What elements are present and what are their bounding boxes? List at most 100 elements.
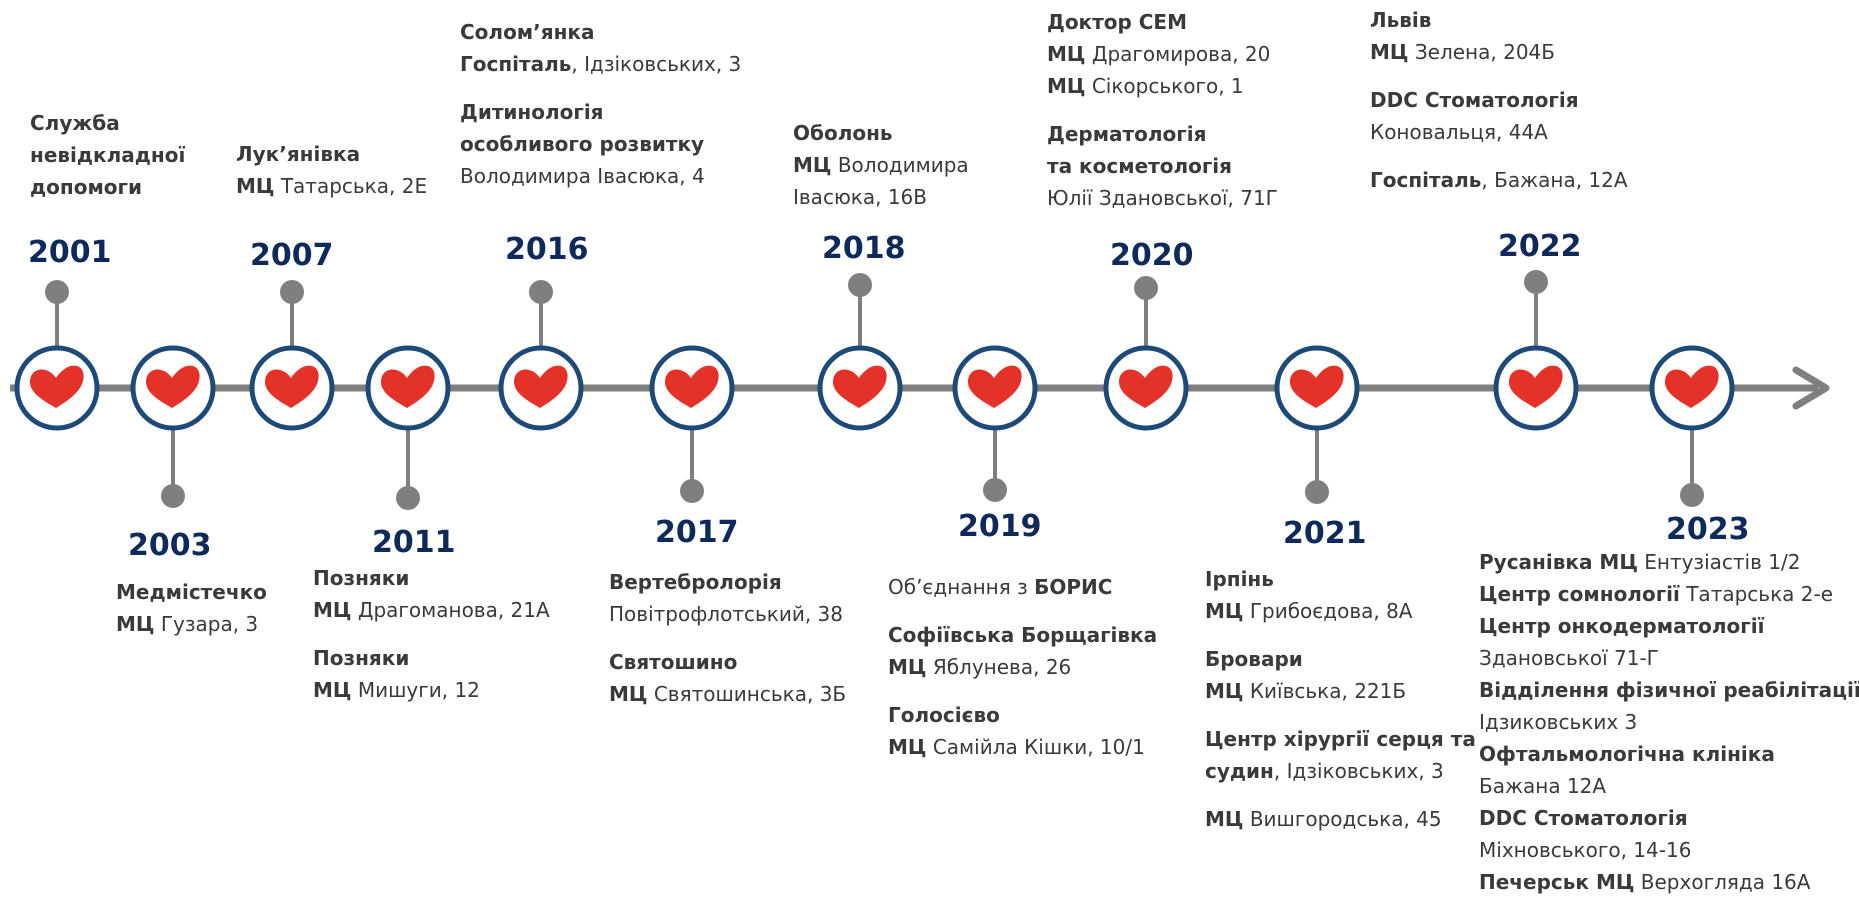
arrow-right-icon <box>1792 366 1830 410</box>
bold-text: Центр онкодерматології <box>1479 614 1765 638</box>
pin-dot-icon <box>45 280 69 304</box>
description-line: МЦ Драгоманова, 21А <box>313 594 550 626</box>
heart-icon <box>1509 365 1563 408</box>
plain-text: Здановської 71-Г <box>1479 646 1659 670</box>
bold-text: Дерматологія <box>1047 122 1207 146</box>
description-line: Ірпінь <box>1205 563 1476 595</box>
bold-text: Оболонь <box>793 121 893 145</box>
bold-text: Бровари <box>1205 647 1303 671</box>
bold-text: МЦ <box>1205 599 1244 623</box>
description-gap <box>1047 102 1278 118</box>
plain-text: Ентузіастів 1/2 <box>1637 550 1801 574</box>
plain-text: Коновальця, 44А <box>1370 120 1548 144</box>
pin-dot-icon <box>680 479 704 503</box>
plain-text: Драгомирова, 20 <box>1085 42 1271 66</box>
plain-text: Повітрофлотський, 38 <box>609 602 843 626</box>
bold-text: Госпіталь <box>460 52 572 76</box>
description-line: допомоги <box>30 171 185 203</box>
bold-text: Львів <box>1370 8 1432 32</box>
plain-text: , Ідзіковських, 3 <box>571 52 742 76</box>
plain-text: Бажана 12А <box>1479 774 1607 798</box>
description-line: Позняки <box>313 562 550 594</box>
bold-text: DDC Стоматологія <box>1370 88 1579 112</box>
description-line: Святошино <box>609 646 846 678</box>
year-label: 2017 <box>655 515 739 550</box>
description-line: Здановської 71-Г <box>1479 642 1859 674</box>
bold-text: МЦ <box>116 612 155 636</box>
bold-text: МЦ <box>1205 679 1244 703</box>
description-line: Госпіталь, Ідзіковських, 3 <box>460 48 741 80</box>
description-line: Дитинологія <box>460 96 741 128</box>
description-line: Повітрофлотський, 38 <box>609 598 846 630</box>
plain-text: Юлії Здановської, 71Г <box>1047 186 1278 210</box>
event-description: Доктор СЕМ МЦ Драгомирова, 20 МЦ Сікорсько… <box>1047 6 1278 214</box>
description-line: МЦ Гузара, 3 <box>116 608 267 640</box>
bold-text: МЦ <box>236 174 275 198</box>
description-line: МЦ Грибоєдова, 8А <box>1205 595 1476 627</box>
description-line: Медмістечко <box>116 576 267 608</box>
plain-text: Київська, 221Б <box>1243 679 1407 703</box>
description-gap <box>609 630 846 646</box>
bold-text: Солом’янка <box>460 20 595 44</box>
plain-text: Івасюка, 16В <box>793 185 927 209</box>
plain-text: Мишуги, 12 <box>351 678 480 702</box>
plain-text: Гузара, 3 <box>154 612 259 636</box>
description-gap <box>888 683 1157 699</box>
bold-text: Вертебролорія <box>609 570 782 594</box>
heart-icon <box>30 365 84 408</box>
bold-text: Центр сомнології <box>1479 582 1680 606</box>
description-line: DDC Стоматологія <box>1479 802 1859 834</box>
description-line: Солом’янка <box>460 16 741 48</box>
bold-text: Медмістечко <box>116 580 267 604</box>
plain-text: , Ідзіковських, 3 <box>1273 759 1444 783</box>
bold-text: Дитинологія <box>460 100 604 124</box>
description-line: Об’єднання з БОРИС <box>888 571 1157 603</box>
bold-text: та косметологія <box>1047 154 1232 178</box>
pin-dot-icon <box>1305 480 1329 504</box>
bold-text: МЦ <box>313 678 352 702</box>
description-line: Юлії Здановської, 71Г <box>1047 182 1278 214</box>
bold-text: невідкладної <box>30 143 186 167</box>
description-line: МЦ Зелена, 204Б <box>1370 36 1628 68</box>
plain-text: Святошинська, 3Б <box>647 682 847 706</box>
description-gap <box>1370 148 1628 164</box>
bold-text: судин <box>1205 759 1274 783</box>
plain-text: , Бажана, 12А <box>1481 168 1628 192</box>
plain-text: Ідзиковських 3 <box>1479 710 1638 734</box>
bold-text: Позняки <box>313 646 410 670</box>
bold-text: МЦ <box>609 682 648 706</box>
description-line: Міхновського, 14-16 <box>1479 834 1859 866</box>
heart-icon <box>146 365 200 408</box>
plain-text: Володимира <box>831 153 969 177</box>
description-line: Відділення фізичної реабілітації <box>1479 674 1859 706</box>
plain-text: Татарська 2-е <box>1679 582 1834 606</box>
description-line: Русанівка МЦ Ентузіастів 1/2 <box>1479 546 1859 578</box>
description-line: Доктор СЕМ <box>1047 6 1278 38</box>
pin-dot-icon <box>529 280 553 304</box>
description-line: Вертебролорія <box>609 566 846 598</box>
year-label: 2023 <box>1666 512 1750 547</box>
bold-text: Софіївська Борщагівка <box>888 623 1158 647</box>
plain-text: Міхновського, 14-16 <box>1479 838 1692 862</box>
bold-text: МЦ <box>1370 40 1409 64</box>
bold-text: МЦ <box>793 153 832 177</box>
description-line: МЦ Сікорського, 1 <box>1047 70 1278 102</box>
bold-text: МЦ <box>1047 42 1086 66</box>
plain-text: Володимира Івасюка, 4 <box>460 164 705 188</box>
bold-text: МЦ <box>888 655 927 679</box>
pin-dot-icon <box>848 273 872 297</box>
description-line: МЦ Самійла Кішки, 10/1 <box>888 731 1157 763</box>
year-label: 2001 <box>28 235 112 270</box>
year-label: 2016 <box>505 232 589 267</box>
description-line: МЦ Володимира <box>793 149 969 181</box>
bold-text: МЦ <box>1205 807 1244 831</box>
